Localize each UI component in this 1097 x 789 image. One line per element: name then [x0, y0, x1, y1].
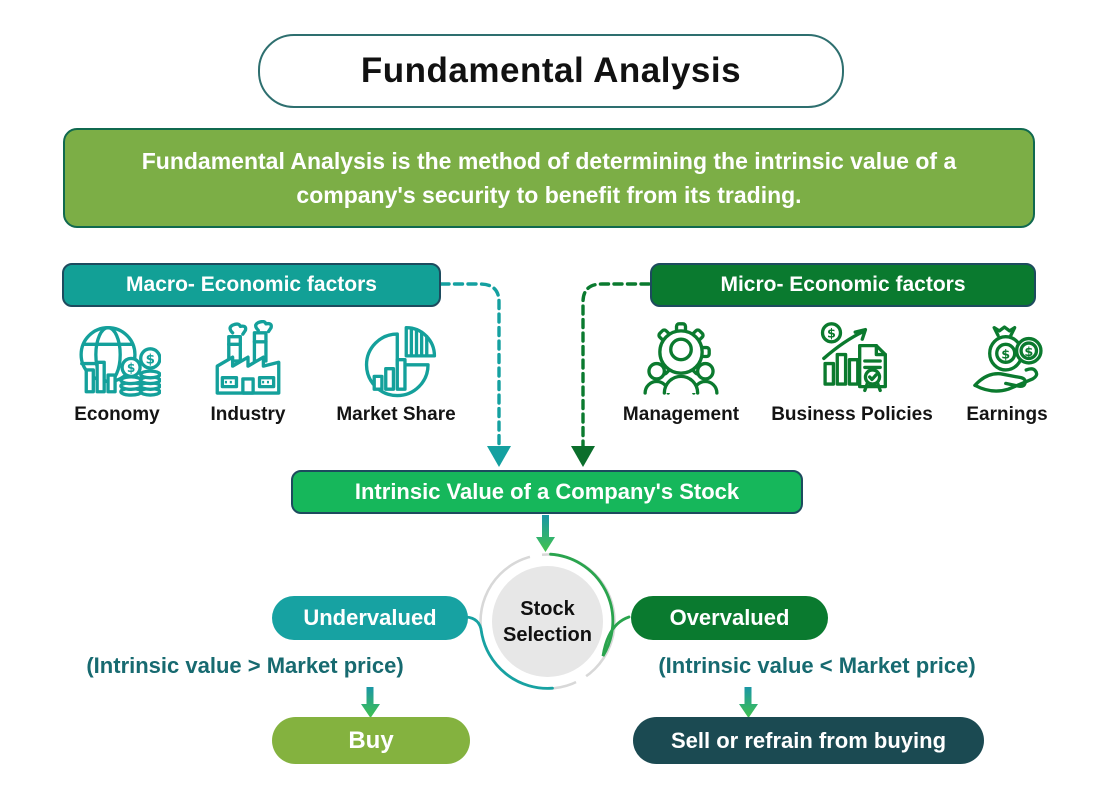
- sell-label: Sell or refrain from buying: [670, 727, 947, 753]
- overvalued-to-sell-arrow: [739, 687, 758, 718]
- factor-earnings-label: Earnings: [966, 404, 1048, 425]
- economy-globe-icon: $ $: [79, 326, 161, 397]
- factor-industry: Industry: [173, 320, 323, 426]
- title-pill: Fundamental Analysis: [258, 34, 844, 108]
- factor-market-share-label: Market Share: [336, 404, 456, 425]
- micro-factors-label: Micro- Economic factors: [720, 273, 966, 296]
- factor-management-label: Management: [622, 404, 740, 425]
- sell-pill: Sell or refrain from buying: [633, 717, 984, 764]
- macro-factors-header: Macro- Economic factors: [62, 263, 441, 307]
- factor-industry-label: Industry: [210, 404, 286, 425]
- macro-dashed-arrow: [439, 282, 511, 467]
- stock-selection-circle: Stock Selection: [492, 566, 603, 677]
- micro-dashed-arrow: [571, 282, 651, 467]
- policy-document-chart-icon: $: [820, 322, 887, 393]
- factor-management: Management: [606, 320, 756, 426]
- intrinsic-to-circle-arrow: [536, 515, 555, 552]
- factor-business-policies-label: Business Policies: [771, 404, 933, 425]
- factor-earnings: $ $ Earnings: [932, 320, 1082, 426]
- svg-text:$: $: [146, 353, 155, 368]
- intrinsic-value-label: Intrinsic Value of a Company's Stock: [354, 479, 740, 504]
- svg-text:$: $: [1024, 345, 1033, 360]
- buy-pill: Buy: [272, 717, 470, 764]
- micro-factors-header: Micro- Economic factors: [650, 263, 1036, 307]
- intrinsic-value-box: Intrinsic Value of a Company's Stock: [291, 470, 803, 514]
- overvalued-condition: (Intrinsic value < Market price): [658, 653, 976, 678]
- undervalued-condition: (Intrinsic value > Market price): [86, 653, 404, 678]
- svg-text:$: $: [127, 361, 135, 375]
- factor-business-policies: $ Business Policies: [757, 320, 947, 426]
- buy-label: Buy: [348, 726, 394, 754]
- macro-factors-label: Macro- Economic factors: [126, 273, 377, 296]
- undervalued-label: Undervalued: [303, 605, 437, 630]
- svg-text:$: $: [827, 327, 836, 342]
- page-title: Fundamental Analysis: [360, 51, 742, 90]
- factor-economy-label: Economy: [74, 404, 160, 425]
- undervalued-pill: Undervalued: [272, 596, 468, 640]
- description-text: Fundamental Analysis is the method of de…: [141, 147, 957, 209]
- stock-selection-label: Stock Selection: [503, 597, 592, 646]
- stock-selection-ring: [464, 552, 631, 690]
- overvalued-pill: Overvalued: [631, 596, 828, 640]
- factory-icon: [215, 320, 281, 395]
- pie-chart-icon: [364, 326, 437, 398]
- gear-people-icon: [643, 322, 719, 395]
- factor-market-share: Market Share: [317, 320, 475, 426]
- factor-economy: $ $ Economy: [42, 320, 192, 426]
- undervalued-to-buy-arrow: [361, 687, 380, 718]
- hand-money-icon: $ $: [973, 325, 1043, 393]
- description-box: Fundamental Analysis is the method of de…: [63, 128, 1035, 228]
- svg-text:$: $: [1001, 347, 1010, 362]
- overvalued-label: Overvalued: [669, 605, 790, 630]
